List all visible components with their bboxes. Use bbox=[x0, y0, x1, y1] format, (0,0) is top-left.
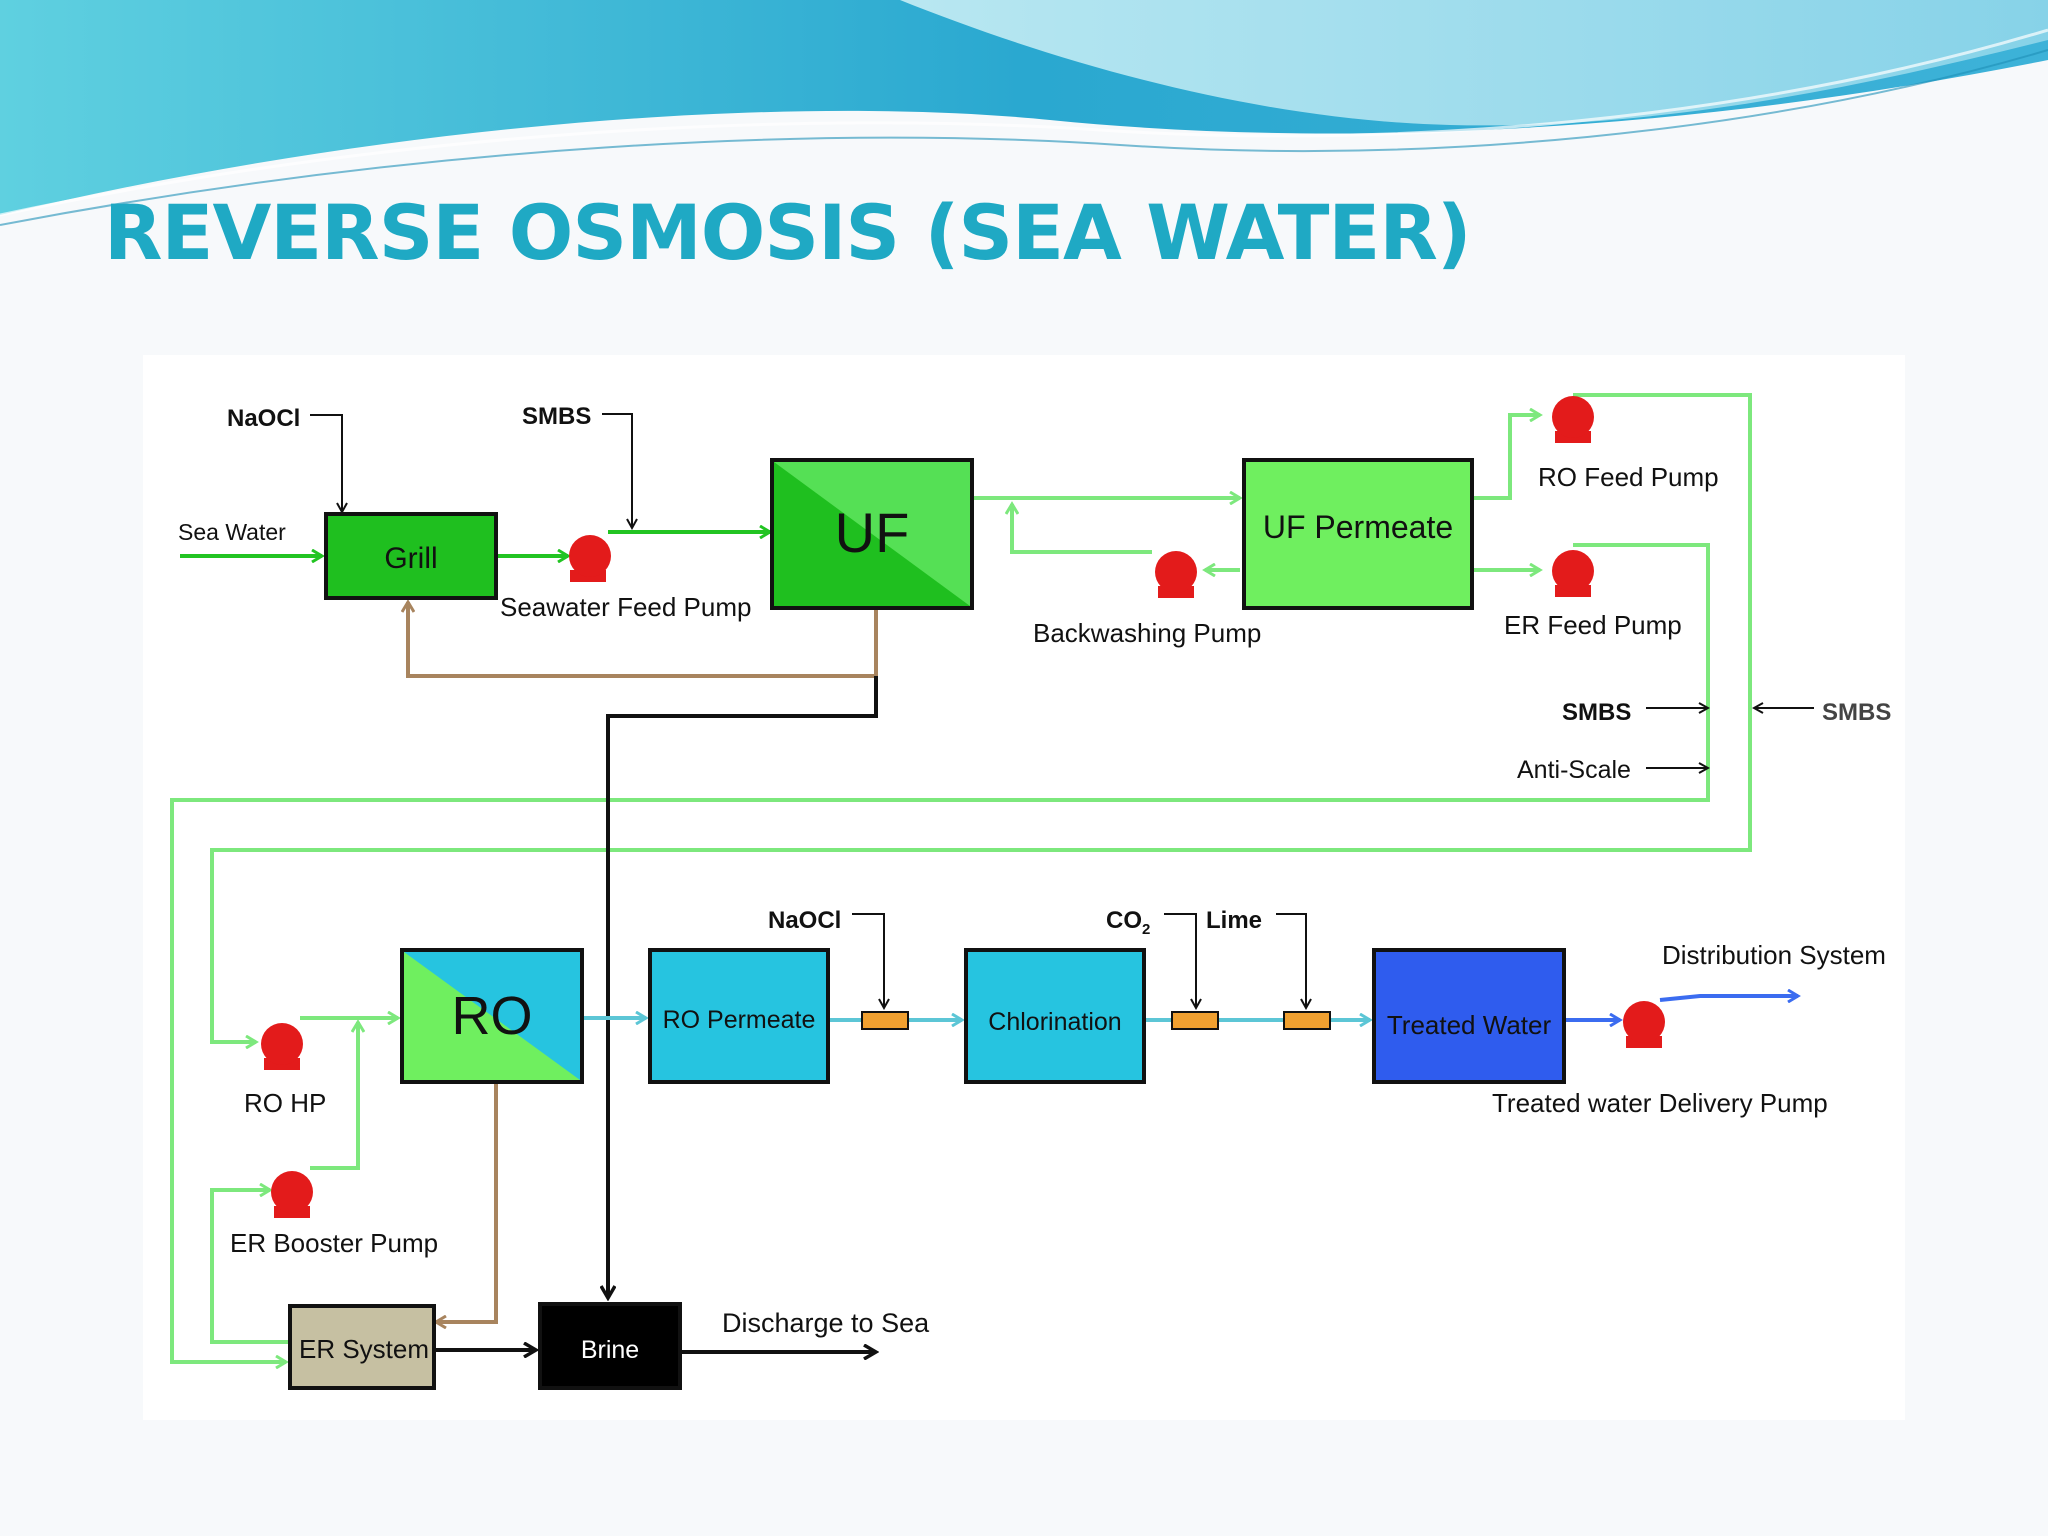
brine-label: Brine bbox=[581, 1336, 639, 1364]
flow-uf-waste-to-brine bbox=[608, 676, 878, 1298]
ro-unit: RO bbox=[400, 948, 584, 1084]
delivery-pump-icon bbox=[1623, 1001, 1665, 1048]
flow-backwash-to-uf bbox=[1012, 504, 1152, 554]
flow-to-ro-feed-pump bbox=[1474, 415, 1540, 500]
naocl-injection-line-1 bbox=[310, 414, 342, 512]
delivery-pump-label: Treated water Delivery Pump bbox=[1492, 1088, 1828, 1118]
smbs-label-1: SMBS bbox=[522, 403, 591, 430]
ro-permeate-label: RO Permeate bbox=[663, 1006, 816, 1034]
er-feed-pump-label: ER Feed Pump bbox=[1504, 610, 1682, 640]
chemical-lines bbox=[310, 413, 1814, 1008]
chlorination-label: Chlorination bbox=[988, 1008, 1121, 1036]
smbs-injection-line-1 bbox=[602, 413, 632, 528]
treated-water-unit: Treated Water bbox=[1372, 948, 1566, 1084]
ro-hp-pump-icon bbox=[261, 1023, 303, 1070]
lime-injection-line bbox=[1276, 913, 1306, 1008]
flow-uf-reject-to-grill bbox=[408, 602, 878, 678]
naocl-injection-line-2 bbox=[852, 913, 884, 1008]
treated-water-label: Treated Water bbox=[1387, 1010, 1552, 1040]
uf-permeate-label: UF Permeate bbox=[1263, 509, 1453, 545]
lime-label: Lime bbox=[1206, 907, 1262, 934]
dosing-point-co2 bbox=[1171, 1011, 1219, 1030]
chlorination-unit: Chlorination bbox=[964, 948, 1146, 1084]
flow-booster-to-ro bbox=[310, 1022, 358, 1170]
backwashing-pump-label: Backwashing Pump bbox=[1033, 618, 1261, 648]
uf-permeate-unit: UF Permeate bbox=[1242, 458, 1474, 610]
ro-hp-label: RO HP bbox=[244, 1088, 326, 1118]
diagram-labels: Sea Water NaOCl SMBS Seawater Feed Pump … bbox=[178, 403, 1891, 1338]
grill-label: Grill bbox=[384, 542, 437, 575]
grill-unit: Grill bbox=[324, 512, 498, 600]
er-booster-pump-icon bbox=[271, 1171, 313, 1218]
uf-label: UF bbox=[835, 501, 910, 564]
flow-to-distribution bbox=[1659, 996, 1798, 1000]
uf-unit: UF bbox=[770, 458, 974, 610]
seawater-feed-pump-label: Seawater Feed Pump bbox=[500, 592, 751, 622]
flow-ro-reject-to-er bbox=[436, 1084, 498, 1322]
ro-label: RO bbox=[452, 986, 533, 1046]
ro-permeate-unit: RO Permeate bbox=[648, 948, 830, 1084]
distribution-system-label: Distribution System bbox=[1662, 940, 1886, 970]
dosing-point-naocl bbox=[861, 1011, 909, 1030]
backwashing-pump-icon bbox=[1155, 551, 1197, 598]
smbs-label-3: SMBS bbox=[1822, 699, 1891, 726]
naocl-label-2: NaOCl bbox=[768, 907, 841, 934]
smbs-label-2: SMBS bbox=[1562, 699, 1631, 726]
naocl-label-1: NaOCl bbox=[227, 405, 300, 432]
sea-water-label: Sea Water bbox=[178, 519, 286, 545]
co2-subscript: 2 bbox=[1142, 921, 1150, 938]
co2-injection-line bbox=[1164, 913, 1196, 1008]
er-booster-pump-label: ER Booster Pump bbox=[230, 1228, 438, 1258]
brine-unit: Brine bbox=[538, 1302, 682, 1390]
anti-scale-label: Anti-Scale bbox=[1517, 756, 1631, 784]
seawater-feed-pump-icon bbox=[569, 535, 611, 582]
dosing-points bbox=[861, 1011, 1331, 1030]
co2-label: CO2 bbox=[1106, 907, 1150, 938]
ro-feed-pump-label: RO Feed Pump bbox=[1538, 462, 1719, 492]
er-feed-pump-icon bbox=[1552, 550, 1594, 597]
flow-er-to-booster bbox=[210, 1190, 290, 1344]
slide-title: REVERSE OSMOSIS (SEA WATER) bbox=[104, 188, 1472, 277]
flow-ro-feed-line bbox=[210, 393, 1752, 1042]
er-system-unit: ER System bbox=[288, 1304, 436, 1390]
ro-feed-pump-icon bbox=[1552, 396, 1594, 443]
er-system-label: ER System bbox=[299, 1334, 429, 1364]
flow-er-feed-line bbox=[170, 543, 1710, 1362]
discharge-to-sea-label: Discharge to Sea bbox=[722, 1308, 930, 1338]
dosing-point-lime bbox=[1283, 1011, 1331, 1030]
